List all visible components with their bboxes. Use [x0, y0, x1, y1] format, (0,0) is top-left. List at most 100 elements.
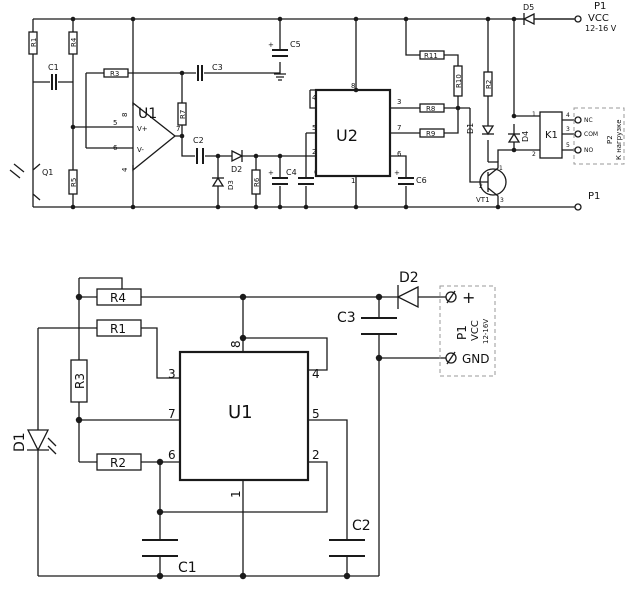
terminal-com-label: COM	[584, 131, 598, 138]
c1-label: C1	[178, 560, 197, 576]
p2-connector-box	[573, 107, 625, 165]
u1-chip-label: U1	[228, 402, 253, 423]
r10-r11-wires	[405, 19, 459, 108]
d4-label: D4	[521, 131, 530, 142]
vcc-terminal[interactable]	[574, 15, 582, 23]
u1-pin4: 4	[121, 167, 129, 172]
vt1-wiring	[469, 108, 499, 207]
r9-label: R9	[426, 130, 435, 138]
d5-label: D5	[523, 3, 534, 12]
r10-resistor	[453, 65, 463, 97]
r8-label: R8	[426, 105, 435, 113]
c7-wire	[305, 132, 316, 207]
pin6-label: 6	[168, 448, 176, 462]
pin1-label: 1	[229, 490, 243, 498]
c1-wire	[159, 461, 328, 576]
relay-contact-wires	[562, 119, 574, 151]
p1-vcc-label: P1	[594, 1, 606, 12]
d3-diode	[211, 176, 225, 187]
c3-wire	[378, 297, 446, 576]
gnd-terminal-slash	[446, 351, 456, 365]
r10-label: R10	[455, 74, 463, 88]
r4-label: R4	[110, 291, 126, 305]
pin4-label: 4	[312, 367, 320, 381]
k1-pin2: 2	[532, 151, 536, 158]
r7-label: R7	[179, 110, 187, 119]
c2-capacitor	[196, 148, 204, 164]
c5-label: C5	[290, 40, 301, 49]
r3-resistor	[103, 68, 129, 78]
c2-wire	[308, 419, 348, 576]
gnd-terminal[interactable]	[574, 203, 582, 211]
d1-label: D1	[12, 432, 28, 452]
r6-label: R6	[253, 177, 261, 187]
c3-capacitor	[361, 317, 397, 335]
r2-label: R2	[110, 456, 126, 470]
r4-resistor	[68, 31, 78, 55]
c3-capacitor	[197, 65, 203, 81]
pin5-label: 5	[312, 407, 320, 421]
c3-label: C3	[212, 63, 223, 72]
r5-label: R5	[70, 178, 78, 187]
load-label: К нагрузке	[615, 119, 623, 160]
r3-wire	[78, 402, 180, 462]
voltage-label: 12-16 V	[585, 24, 617, 33]
c5-plus: +	[268, 41, 274, 49]
r4-resistor	[96, 288, 142, 306]
d2-diode	[396, 285, 419, 309]
vcc-label: VCC	[588, 13, 609, 24]
q1-phototransistor	[32, 163, 41, 201]
d1-wire	[27, 449, 49, 576]
d1-led	[481, 125, 495, 136]
gnd-label: GND	[462, 352, 490, 366]
pin3-label: 3	[168, 367, 176, 381]
u1-vminus: V-	[137, 146, 144, 154]
c5-capacitor	[272, 49, 288, 57]
r3-wire	[86, 72, 183, 103]
u2-pin1: 1	[351, 177, 355, 185]
k1-pin3: 3	[566, 126, 570, 133]
led-light-icon	[47, 437, 57, 455]
r2-resistor	[483, 71, 493, 97]
vt1-pin1: 1	[499, 165, 503, 172]
terminal-com[interactable]	[574, 130, 582, 138]
u1-label: U1	[138, 106, 157, 122]
vt1-pin2: 2	[479, 183, 483, 190]
pin7-label: 7	[168, 407, 176, 421]
bottom-circuit: U1 8 3 4 7 5 6 2 1 R4 R1 R3 R2	[12, 270, 496, 580]
terminal-no[interactable]	[574, 146, 582, 154]
c1-capacitor	[142, 539, 178, 557]
u1-vplus: V+	[137, 125, 148, 133]
terminal-nc-label: NC	[584, 117, 593, 124]
p1-connector-box	[439, 285, 496, 377]
vt1-pin3: 3	[500, 197, 504, 204]
c4-capacitor	[272, 177, 288, 185]
u2-pin2: 2	[312, 148, 316, 156]
u2-pin4: 4	[312, 94, 317, 102]
relay-coil-wires	[497, 19, 540, 162]
d3-label: D3	[227, 180, 235, 190]
u2-power-wires	[309, 19, 357, 207]
p1-gnd-label: P1	[588, 191, 600, 202]
ground-icon	[274, 73, 286, 81]
d5-diode	[522, 12, 535, 26]
terminal-nc[interactable]	[574, 116, 582, 124]
top-circuit: R1 Q1 C1 R4 R5 U1 V+ V- 5 6 7 8 4 R3	[9, 1, 625, 211]
u1-pin8: 8	[121, 113, 129, 117]
u2-pin6: 6	[397, 150, 402, 158]
c4-label: C4	[286, 168, 297, 177]
d2-wire	[397, 285, 446, 309]
r11-resistor	[419, 50, 445, 60]
u2-label: U2	[336, 126, 358, 145]
c4-plus: +	[268, 169, 274, 177]
plus-terminal-slash	[446, 290, 456, 304]
c2-capacitor	[329, 539, 365, 557]
c7-capacitor	[298, 177, 314, 185]
r9-resistor	[419, 128, 445, 138]
u1-pin5: 5	[113, 119, 117, 127]
k1-pin4: 4	[566, 112, 570, 119]
u2-pin7: 7	[397, 124, 401, 132]
r1-label: R1	[30, 38, 38, 47]
c1-label: C1	[48, 63, 59, 72]
